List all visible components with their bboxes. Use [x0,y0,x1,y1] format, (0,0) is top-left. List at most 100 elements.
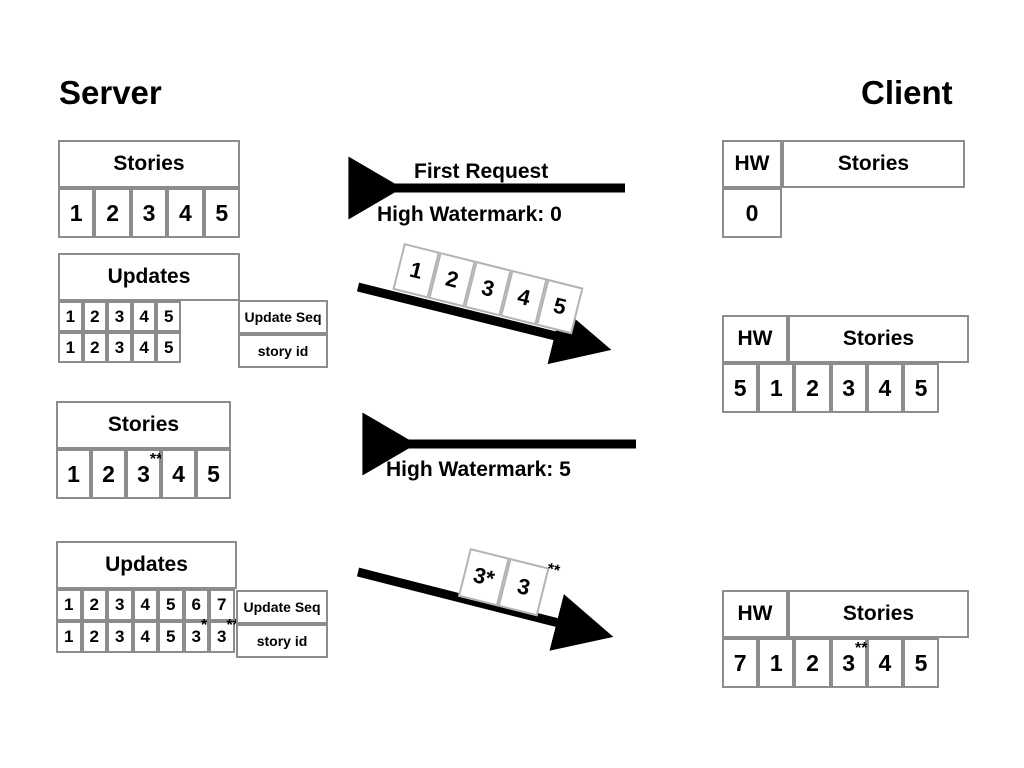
table-cell: 4 [131,301,157,332]
table-cell: 3 [107,589,133,621]
table-cell: 4 [866,638,903,688]
table-header-row: Updates [56,541,237,589]
table-cell: 4 [132,589,158,621]
table-cell: 2 [794,638,831,688]
cell-value: 5 [163,337,174,357]
story-id-label: story id [236,624,328,658]
server-updates-table-1-labels: Update Seq story id [238,300,328,368]
table-cell: 4 [167,188,204,238]
table-cell: 6 [183,589,209,621]
table-cell: 1 [56,449,91,499]
cell-value: 1 [769,374,783,401]
cell-value: 2 [90,337,100,357]
table-cell: 3 [107,301,132,332]
table-cell: 5 [156,301,181,332]
label-row: Update Seq [236,590,328,624]
cell-value: 2 [106,199,119,226]
cell-value: 3 [114,337,125,357]
label-row: story id [238,334,328,368]
table-cell: 1 [58,301,83,332]
table-header-row: HW Stories [722,315,969,363]
table-row: 0 [722,188,965,238]
table-cell: 3 [107,332,132,363]
cell-value: 3* [470,562,498,592]
hw-header-cell: HW [722,590,788,638]
table-cell: 3** [830,638,868,688]
cell-value: 1 [67,460,80,487]
updates-header-cell: Updates [58,253,240,301]
table-cell: 3** [209,617,239,653]
cell-value: 5 [215,199,229,226]
server-column-title: Server [59,74,162,111]
hw-value-cell: 5 [722,363,759,413]
label-first-request: First Request [414,160,549,183]
stories-header-cell: Stories [782,140,965,188]
table-cell: 2 [81,621,107,653]
stories-header-cell: Stories [788,590,969,638]
table-header-row: HW Stories [722,590,969,638]
table-cell: 5 [196,449,231,499]
label-row: story id [236,624,328,658]
table-cell: 1 [56,621,82,653]
label-high-watermark-0: High Watermark: 0 [377,203,562,226]
table-cell: 2 [91,449,126,499]
cell-value: 2 [89,627,99,646]
table-cell: 5 [902,638,940,688]
cell-value: 3** [842,639,868,676]
cell-value: 4 [878,374,892,401]
payload-packets-updates: 3* 3** [457,548,562,617]
label-high-watermark-5: High Watermark: 5 [386,458,571,481]
cell-superscript: * [200,617,208,634]
update-seq-label: Update Seq [236,590,328,624]
table-header-row: Updates [58,253,240,301]
cell-value: 2 [806,649,819,676]
table-cell: 3 [830,363,867,413]
table-cell: 1 [58,188,95,238]
cell-value: 3** [514,560,562,601]
cell-value: 5 [914,374,928,401]
cell-value: 4 [139,337,149,357]
table-cell: 2 [82,301,108,332]
table-cell: 3 [107,621,133,653]
cell-value: 1 [407,256,426,284]
table-cell: 4 [132,621,158,653]
hw-value-cell: 7 [722,638,759,688]
table-cell: 4 [161,449,196,499]
table-cell: 1 [758,363,795,413]
updates-header-cell: Updates [56,541,237,589]
cell-value: 4 [515,283,533,311]
client-state-table-1: HW Stories 0 [722,140,965,238]
cell-value: 5 [550,292,569,320]
cell-value: 5 [166,627,176,646]
table-cell: 1 [58,332,83,363]
cell-value: 1 [69,199,83,226]
hw-value-cell: 0 [722,188,782,238]
cell-superscript: ** [149,450,163,468]
cell-value: 2 [806,374,819,401]
cell-value: 2 [102,460,115,487]
stories-header-cell: Stories [788,315,969,363]
table-header-row: Stories [56,401,231,449]
cell-value: 3 [115,627,125,646]
update-seq-label: Update Seq [238,300,328,334]
table-cell: 5 [158,589,184,621]
cell-superscript: ** [226,617,239,634]
cell-value: 4 [178,199,192,226]
table-cell: 4 [131,332,157,363]
cell-superscript: ** [545,560,562,581]
table-cell: 5 [902,363,940,413]
client-column-title: Client [861,74,953,111]
